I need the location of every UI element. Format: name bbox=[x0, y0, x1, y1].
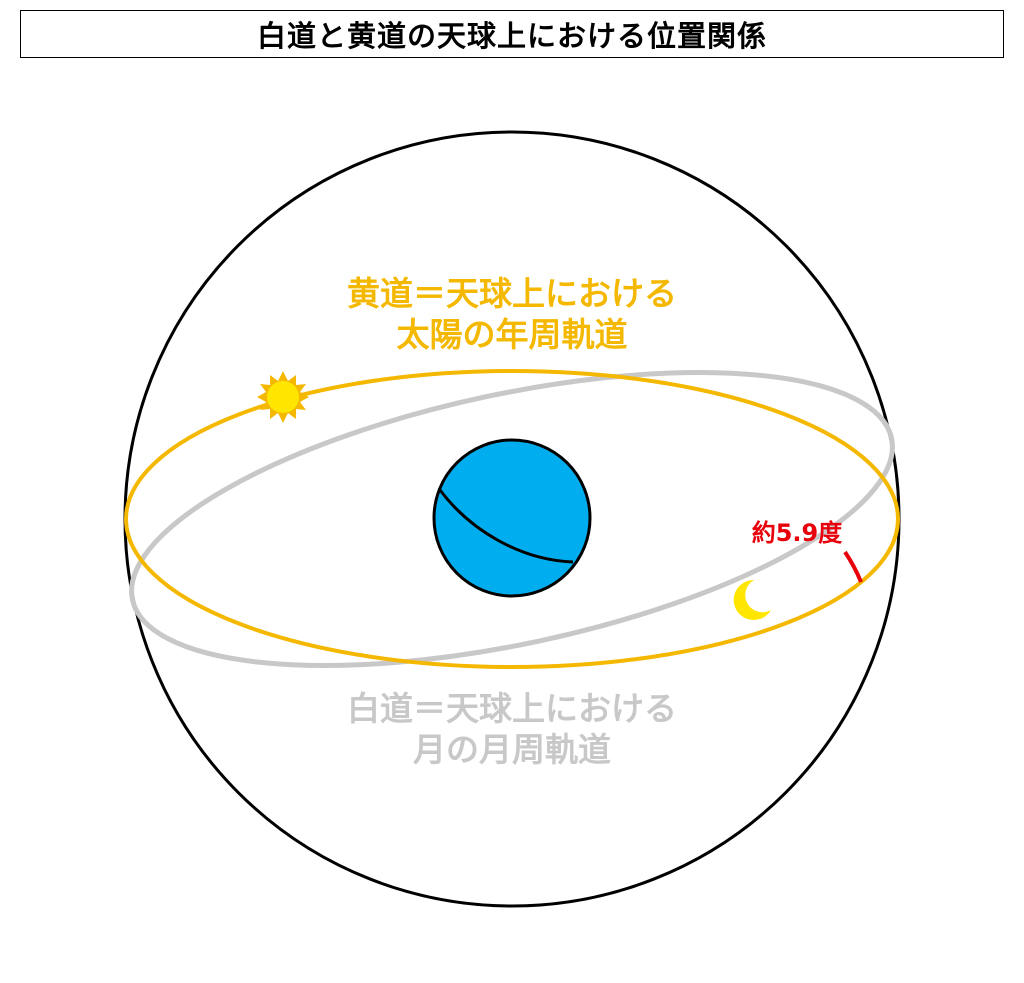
sun-icon bbox=[257, 371, 309, 423]
ecliptic-ellipse bbox=[124, 369, 900, 669]
lunar-label-line2: 月の月周軌道 bbox=[413, 730, 611, 769]
crescent-moon-icon bbox=[733, 579, 771, 620]
earth-icon bbox=[432, 438, 592, 598]
ecliptic-label-line2: 太陽の年周軌道 bbox=[397, 315, 628, 354]
lunar-label-line1: 白道＝天球上における bbox=[347, 689, 677, 728]
lunar-path-ellipse bbox=[129, 370, 895, 668]
diagram-title: 白道と黄道の天球上における位置関係 bbox=[256, 19, 767, 53]
angle-marker bbox=[843, 550, 863, 583]
angle-label: 約5.9度 bbox=[752, 519, 844, 547]
ecliptic-label-line1: 黄道＝天球上における bbox=[347, 274, 677, 313]
title-box: 白道と黄道の天球上における位置関係 bbox=[20, 10, 1004, 58]
